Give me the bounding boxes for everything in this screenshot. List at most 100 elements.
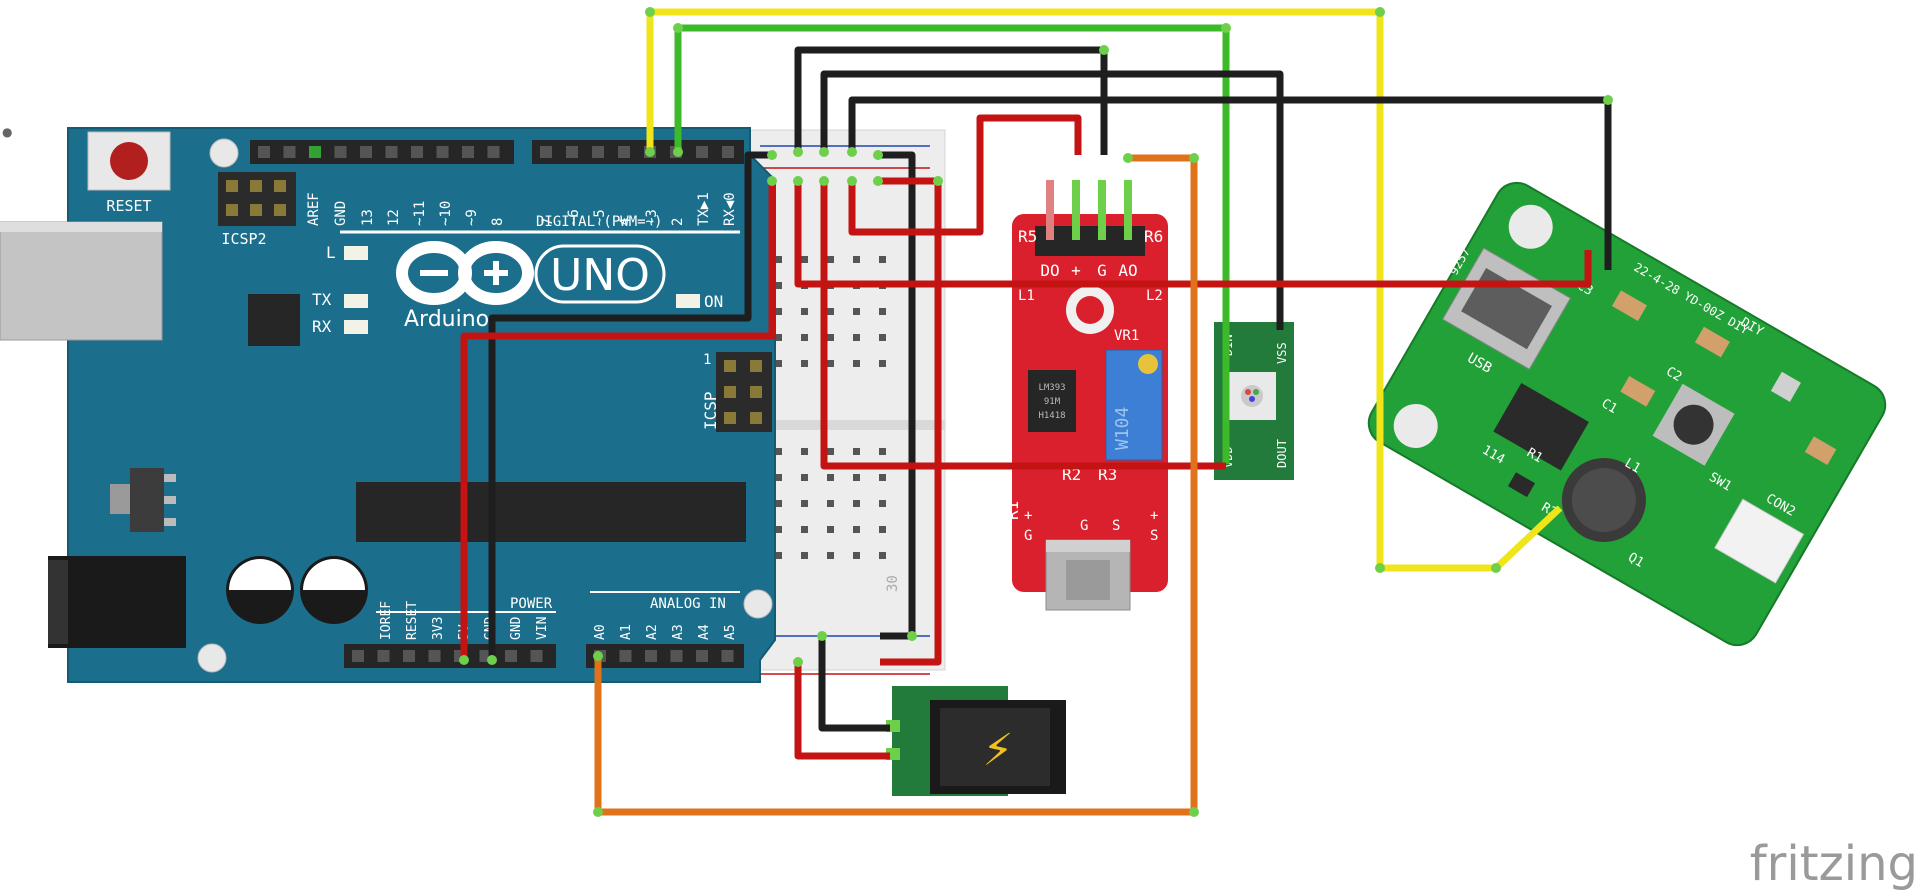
wire-black-2[interactable] [820,70,1284,330]
sensor-l1: L1 [1018,288,1035,304]
analog-pin[interactable] [696,650,708,662]
sensor-r5: R5 [1018,227,1037,246]
breadboard-row-label: 30 [885,575,901,592]
mist-push-switch[interactable] [1652,383,1735,466]
wire-red-rail[interactable] [878,177,942,666]
digital-pin[interactable] [283,146,296,158]
digital-label: DIGITAL (PWM=~) [536,214,662,230]
wire-endpoint [933,176,943,186]
mist-component-id: Q1 [1625,550,1646,571]
power-pin[interactable] [505,650,517,662]
digital-pin[interactable] [722,146,734,158]
mist-component-id: L1 [1622,456,1643,477]
wire-endpoint [1491,563,1501,573]
wire-endpoint [819,176,829,186]
digital-pin[interactable] [462,146,474,158]
sensor-pin-label: G [1097,261,1107,280]
chip-marking: 91M [1044,397,1061,407]
digital-pin[interactable] [540,146,552,158]
wire-black-jack[interactable] [818,636,890,732]
power-pin-label: 3V3 [431,617,446,640]
board-name: UNO [550,250,650,301]
power-pin[interactable] [377,650,390,662]
sensor-l2: L2 [1146,288,1163,304]
wire-endpoint [793,147,803,157]
digital-pin-label: 7 [540,218,556,226]
wire-endpoint [1375,7,1385,17]
lm393-chip: LM393 91M H1418 [1028,370,1076,432]
chip-marking: LM393 [1038,383,1065,393]
icsp-header [716,352,772,432]
power-pin[interactable] [428,650,441,662]
wire-endpoint [873,150,883,160]
analog-label: ANALOG IN [650,596,726,612]
wire-red-sensor[interactable] [848,114,1082,236]
capacitor-right [300,556,368,624]
digital-pin[interactable] [487,146,500,158]
digital-pin-label: ~6 [566,209,582,226]
atmega-chip [356,482,746,542]
power-pin[interactable] [403,650,415,662]
analog-pin[interactable] [721,650,734,662]
digital-pin[interactable] [592,146,604,158]
sensor-pin[interactable] [1124,180,1132,240]
wire-red-led[interactable] [820,181,1226,470]
wire-endpoint [593,807,603,817]
wire-black-gnd[interactable] [488,151,772,660]
sensor-pin[interactable] [1046,180,1054,240]
led-l-label: L [326,243,336,262]
sensor-pin-label: + [1071,261,1081,280]
reset-button[interactable] [87,131,171,191]
wire-red-5v[interactable] [460,181,776,660]
usb-b-port [0,221,163,341]
pot-text: W104 [1112,407,1133,450]
wire-endpoint [793,657,803,667]
usb-chip [248,294,300,346]
wire-endpoint [1189,807,1199,817]
analog-pin[interactable] [645,650,657,662]
digital-pin[interactable] [566,146,578,158]
power-pin[interactable] [530,650,543,662]
wire-endpoint [1221,23,1231,33]
wire-endpoint [459,655,469,665]
digital-pin[interactable] [436,146,449,158]
icsp-pin1-label: 1 [703,352,711,368]
chip-marking: H1418 [1038,411,1065,421]
analog-pin[interactable] [670,650,683,662]
digital-pin[interactable] [696,146,708,158]
digital-pin[interactable] [360,146,372,158]
digital-pin[interactable] [309,146,321,158]
sensor-r2: R2 [1062,465,1081,484]
sensor-pin[interactable] [1098,180,1106,240]
digital-pin[interactable] [334,146,347,158]
sensor-pin-label: AO [1118,261,1137,280]
power-pin[interactable] [352,650,364,662]
analog-pin[interactable] [619,650,632,662]
led-rx-label: RX [312,317,332,336]
wire-green[interactable] [674,24,1230,464]
potentiometer[interactable]: W104 [1105,349,1163,461]
digital-pin-label: TX▶1 [696,192,712,226]
wire-endpoint [1099,45,1109,55]
wire-endpoint [645,147,655,157]
wire-black-rail[interactable] [878,151,916,640]
power-pin-label: GND [509,616,524,640]
digital-pin-label: ~3 [644,209,660,226]
capacitor-left [226,556,294,624]
digital-pin-label: AREF [306,192,322,226]
digital-pin[interactable] [618,146,630,158]
digital-pin-label: ~11 [412,201,428,226]
icsp2-label: ICSP2 [221,230,266,248]
digital-pin[interactable] [258,146,270,158]
digital-pin[interactable] [411,146,423,158]
sensor-bottom-label: G [1080,518,1088,534]
dc-barrel-jack [48,556,186,648]
sensor-pin[interactable] [1072,180,1080,240]
wire-black-3[interactable] [848,96,1612,270]
digital-pin-label: ~9 [464,209,480,226]
digital-pin[interactable] [385,146,398,158]
mist-connector [1714,498,1805,584]
wire-red-jack[interactable] [794,662,890,760]
sensor-bottom-label: S [1150,528,1158,544]
wire-endpoint [1603,95,1613,105]
